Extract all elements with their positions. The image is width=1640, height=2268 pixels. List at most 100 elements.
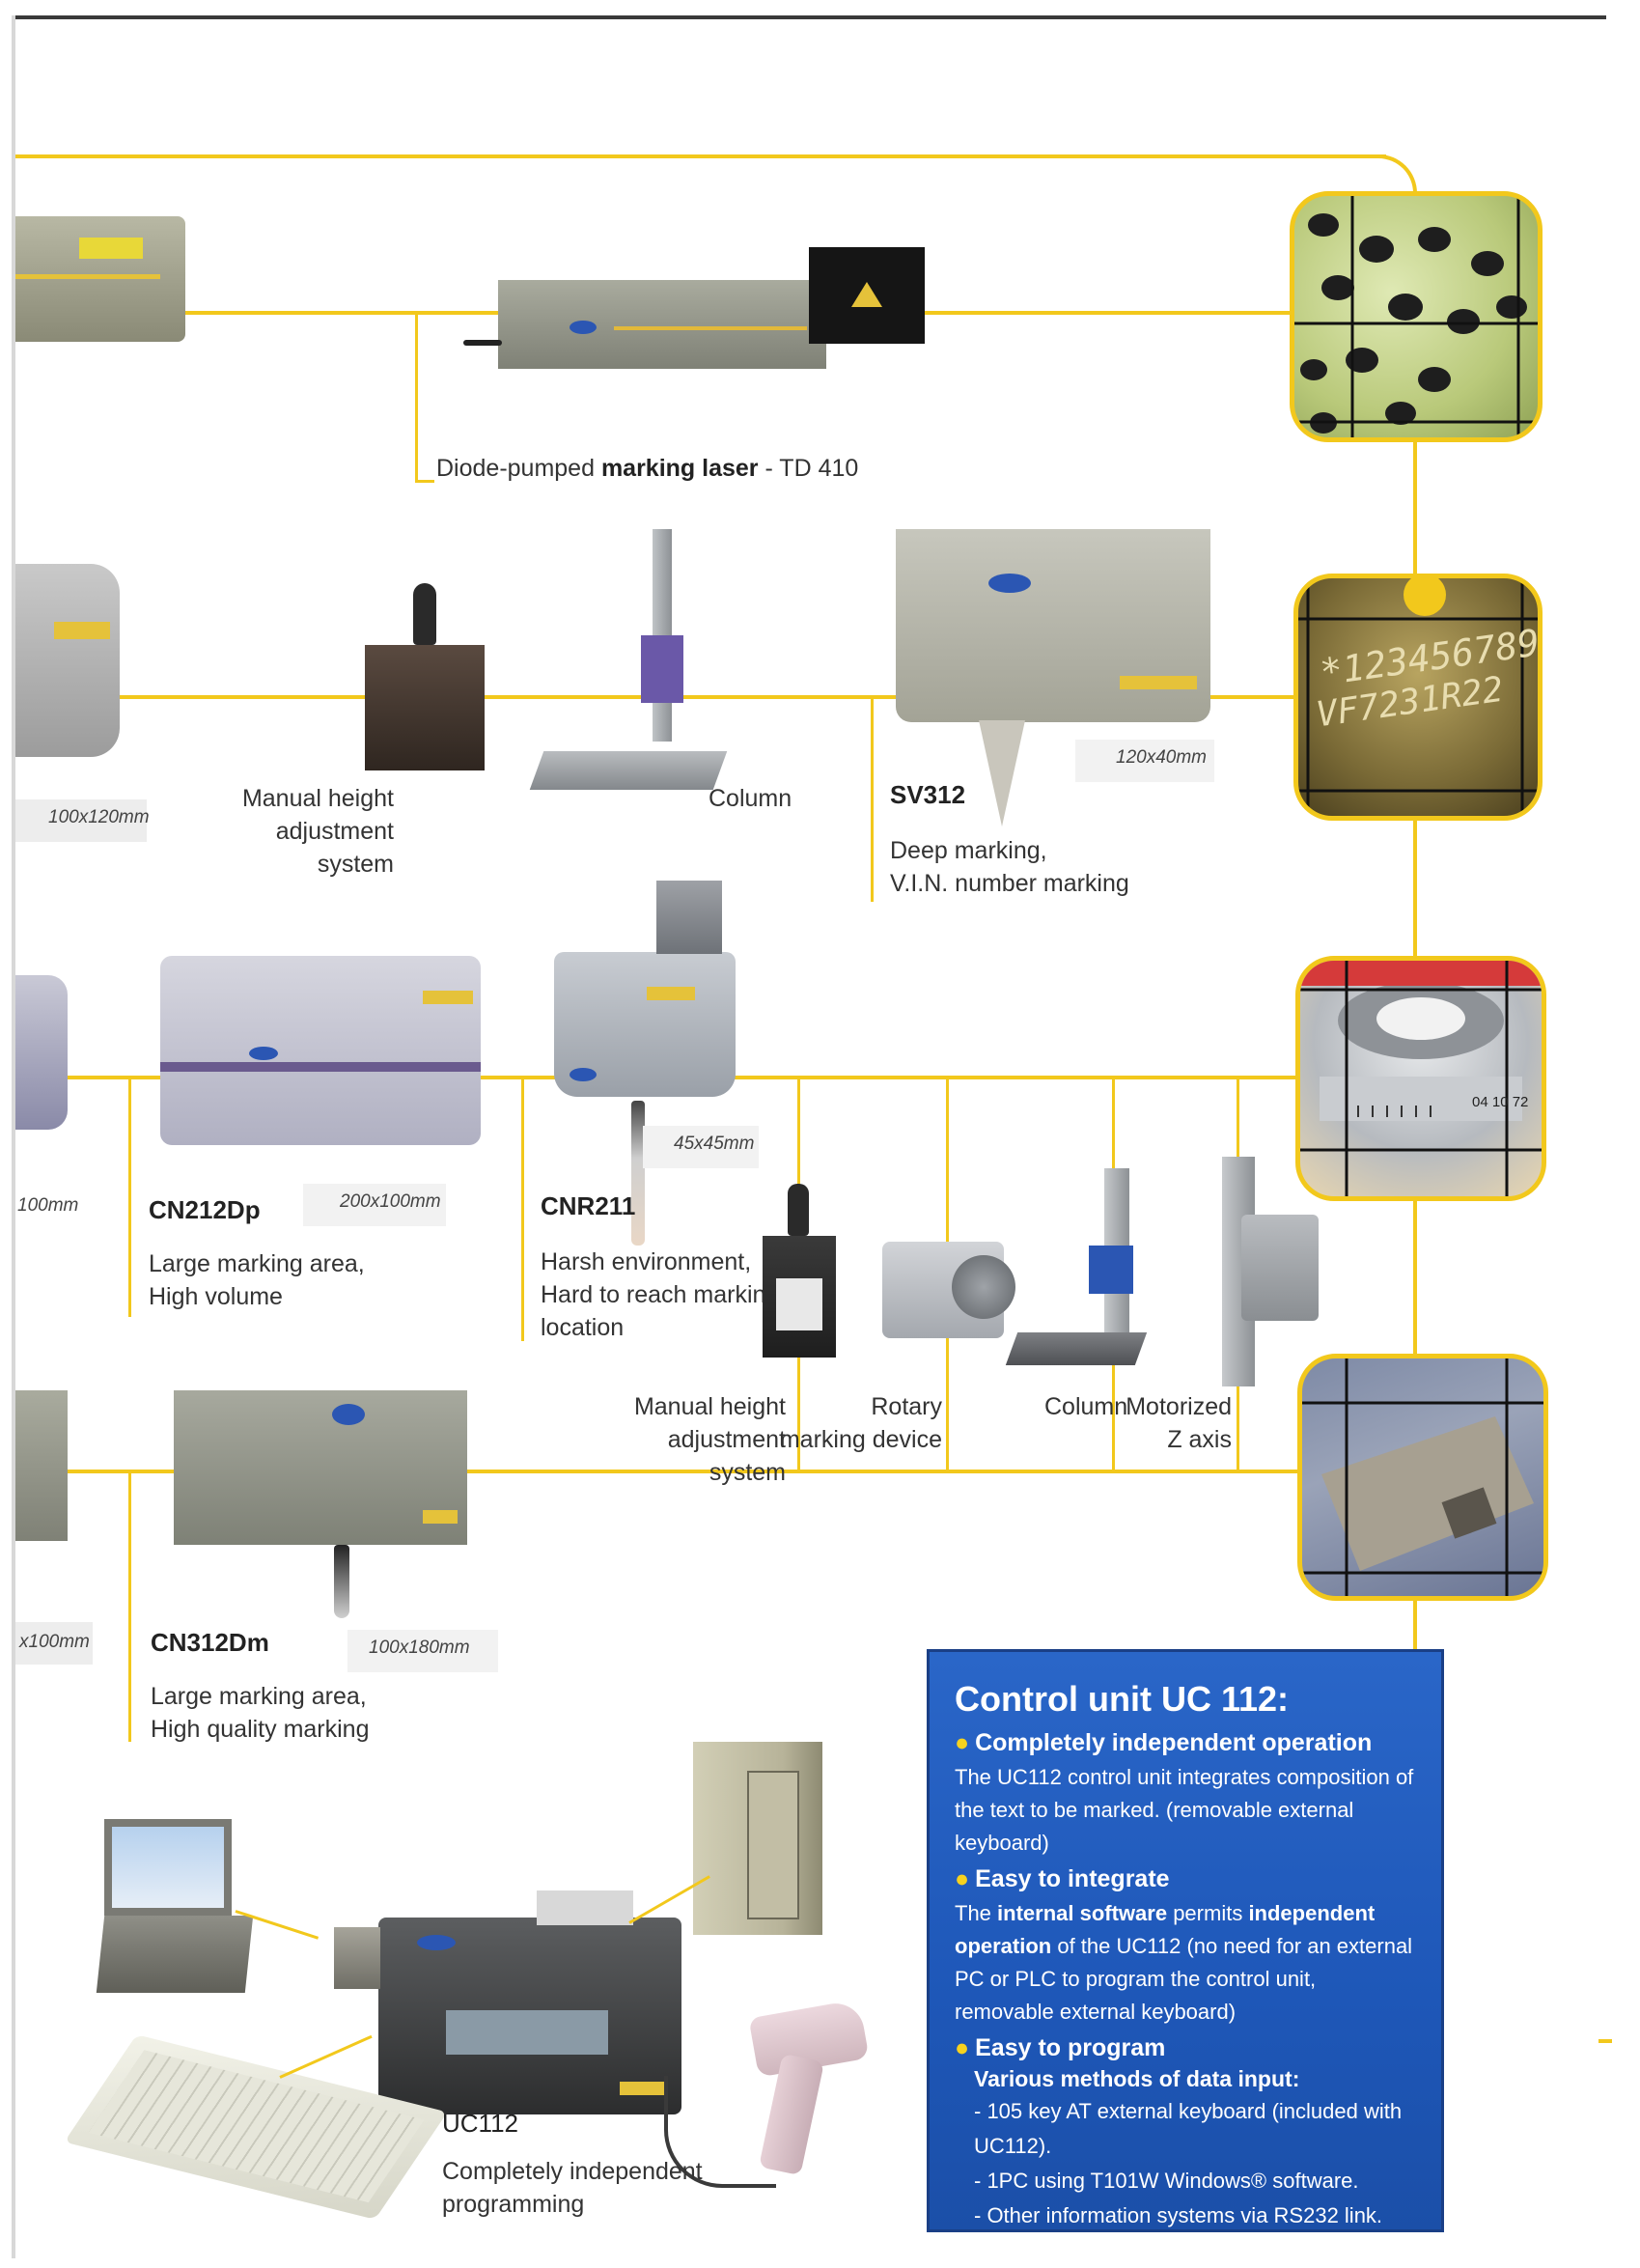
motorized-z-head [1241,1215,1319,1321]
laser-head-logo [570,321,597,334]
control-unit-heading-1: ●Completely independent operation [955,1729,1418,1757]
bullet-dot-icon: ● [955,1729,970,1756]
device-motorized-z [1212,1157,1320,1386]
dim-cn212: 200x100mm [340,1191,441,1212]
uc112-model: UC112 [442,2109,519,2138]
cnr211-desc-line2: Hard to reach marking [541,1281,780,1308]
sv312-logo [988,574,1031,593]
control-unit-box: Control unit UC 112: ●Completely indepen… [927,1649,1444,2262]
cn212-label [423,991,473,1004]
cn312-desc-line2: High quality marking [151,1716,370,1743]
pcb-chips-image [1294,196,1538,437]
para-2-bold-1: internal software [997,1901,1168,1925]
manual-height-row3-line1: Manual height [633,1393,786,1420]
dim-row4-left: x100mm [19,1632,90,1652]
sv312-model: SV312 [890,780,966,809]
cn212-logo [249,1047,278,1060]
cnr211-top-box [656,881,722,954]
control-unit-item-1: - 105 key AT external keyboard (included… [974,2099,1403,2158]
arrow-keyboard-to-uc112 [279,2034,373,2079]
connector-row3-lower [58,1470,1298,1473]
laser-source-label [79,238,143,259]
plc-front-panel [747,1771,799,1919]
head-label-row2 [54,622,110,639]
column-slider [641,635,683,703]
cn212-model: CN212Dp [149,1195,261,1224]
barcode-cable [664,2076,776,2188]
td410-caption-post: - TD 410 [758,455,859,482]
cn212-desc-line2: High volume [149,1283,283,1310]
connector-right-spine [1413,193,1417,1651]
device-uc112 [378,1918,681,2114]
uc112-display [446,2010,608,2055]
control-unit-subheading: Various methods of data input: [974,2066,1300,2091]
laser-source-stripe [15,274,160,279]
device-manual-height-row2 [365,583,485,770]
manual-height-row2-line1: Manual height [241,785,394,812]
hub-scale-text: 04 10 72 [1472,1094,1529,1110]
plc-unit-image [693,1742,822,1935]
column-row2-label: Column [709,785,792,812]
column-base [529,751,728,790]
connector-row1-drop [415,311,418,483]
keyboard-keys [88,2050,425,2203]
dim-bg-sv312 [1075,740,1214,782]
control-unit-heading-2: ●Easy to integrate [955,1865,1418,1893]
connector-row1-tick [415,480,434,483]
device-column-row2 [529,529,728,819]
motorized-z-line1: Motorized [1126,1393,1232,1420]
td410-caption: Diode-pumped marking laser - TD 410 [436,452,858,485]
motorized-z-label: Motorized Z axis [1126,1390,1232,1456]
cn312-stylus [334,1545,349,1618]
cn312-desc-line1: Large marking area, [151,1683,367,1710]
margin-mark [1598,2039,1612,2043]
manual-height-row3-plate [776,1278,822,1330]
control-unit-heading-2-text: Easy to integrate [975,1865,1170,1892]
control-unit-para-1: The UC112 control unit integrates compos… [955,1765,1414,1855]
dim-bg-cnr211 [643,1126,759,1168]
rotary-chuck [952,1255,1015,1319]
dim-bg-cn312 [347,1630,498,1672]
td410-caption-pre: Diode-pumped [436,455,601,482]
cnr211-desc: Harsh environment, Hard to reach marking… [541,1246,779,1344]
device-marking-head-partial-row3 [15,975,68,1130]
laptop-image [96,1819,254,2008]
dim-row2-left: 100x120mm [48,807,150,827]
cnr211-desc-line1: Harsh environment, [541,1248,752,1275]
bullet-dot-icon: ● [955,2034,970,2061]
thumb-hub-marking: 04 10 72 [1295,956,1546,1201]
laser-head-stripe [614,326,807,330]
bullet-dot-icon: ● [955,1865,970,1892]
uc112-desc-line1: Completely independent [442,2158,703,2185]
cn312-logo [332,1404,365,1425]
datamatrix-part-image [1302,1358,1543,1596]
manual-height-row3-knob [788,1184,809,1236]
connector-row4-drop [128,1471,131,1742]
motorized-z-line2: Z axis [1167,1426,1232,1453]
dim-bg-row4-left [15,1622,93,1665]
thumb-vin-dot [1404,574,1446,616]
sv312-desc-line1: Deep marking, [890,837,1047,864]
device-sv312 [896,529,1210,722]
device-marking-head-partial-row4 [15,1390,68,1541]
laser-warning-icon [851,282,882,307]
device-cn312dm [174,1390,467,1545]
device-td410-laser-box [809,247,925,344]
td410-caption-bold: marking laser [600,455,759,482]
manual-height-row2-label: Manual height adjustment system [212,782,394,881]
device-marking-head-partial-row2 [15,564,120,757]
para-2-bold-2: independent operation [955,1901,1376,1958]
cn312-label [423,1510,458,1524]
sv312-stylus [979,720,1025,826]
para-2-post: of the UC112 (no need for an external PC… [955,1934,1413,2024]
device-cnr211 [554,952,736,1097]
device-column-row3 [1005,1168,1148,1371]
sv312-desc-line2: V.I.N. number marking [890,870,1129,897]
manual-height-knob [413,583,436,645]
device-cn212dp [160,956,481,1145]
cnr211-desc-line3: location [541,1314,625,1341]
manual-height-row3-label: Manual height adjustment system [600,1390,786,1489]
para-2-mid: permits [1167,1901,1249,1925]
column-row3-label: Column [1044,1393,1128,1420]
cnr211-model: CNR211 [541,1191,636,1220]
